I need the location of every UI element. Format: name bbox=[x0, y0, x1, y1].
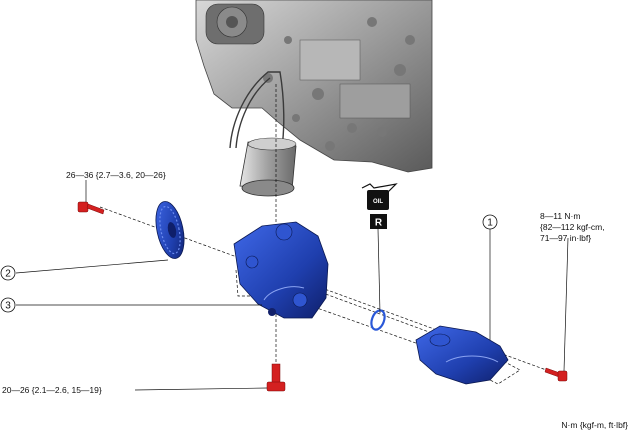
callout-2-number: 2 bbox=[5, 269, 11, 280]
callout-3-number: 3 bbox=[5, 301, 11, 312]
oil-pump-body bbox=[233, 221, 329, 319]
leader-o-ring bbox=[377, 228, 381, 314]
o-ring bbox=[370, 309, 386, 331]
units-note: N·m {kgf-m, ft·lbf} bbox=[561, 420, 628, 430]
oil-filter bbox=[239, 137, 297, 197]
torque-label-bottom: 20—26 {2.1—2.6, 15—19} bbox=[2, 385, 102, 395]
leader-lines bbox=[15, 180, 569, 391]
oil-can-label: OIL bbox=[373, 199, 383, 205]
engine-block bbox=[195, 0, 433, 173]
callout-1-number: 1 bbox=[487, 218, 493, 229]
torque-label-right-line-3: 71—97 in·lbf} bbox=[540, 233, 591, 243]
replace-badge-label: R bbox=[375, 218, 383, 229]
bolt-bottom bbox=[266, 363, 286, 392]
oil-pump-sprocket bbox=[155, 201, 185, 259]
callout-1: 1 bbox=[482, 214, 498, 230]
torque-label-top-left: 26—36 {2.7—3.6, 20—26} bbox=[66, 170, 166, 180]
bolt-top-left bbox=[77, 201, 105, 215]
torque-label-right-line-1: 8—11 N·m bbox=[540, 211, 580, 221]
oil-pump-chain bbox=[229, 71, 285, 161]
bolt-right bbox=[544, 367, 568, 382]
callout-2: 2 bbox=[0, 265, 16, 281]
replace-part-icon: R bbox=[370, 214, 387, 229]
torque-label-right-line-2: {82—112 kgf-cm, bbox=[540, 222, 605, 232]
oil-strainer bbox=[415, 325, 509, 385]
callout-3: 3 bbox=[0, 297, 16, 313]
oil-application-icon: OIL bbox=[361, 183, 398, 210]
